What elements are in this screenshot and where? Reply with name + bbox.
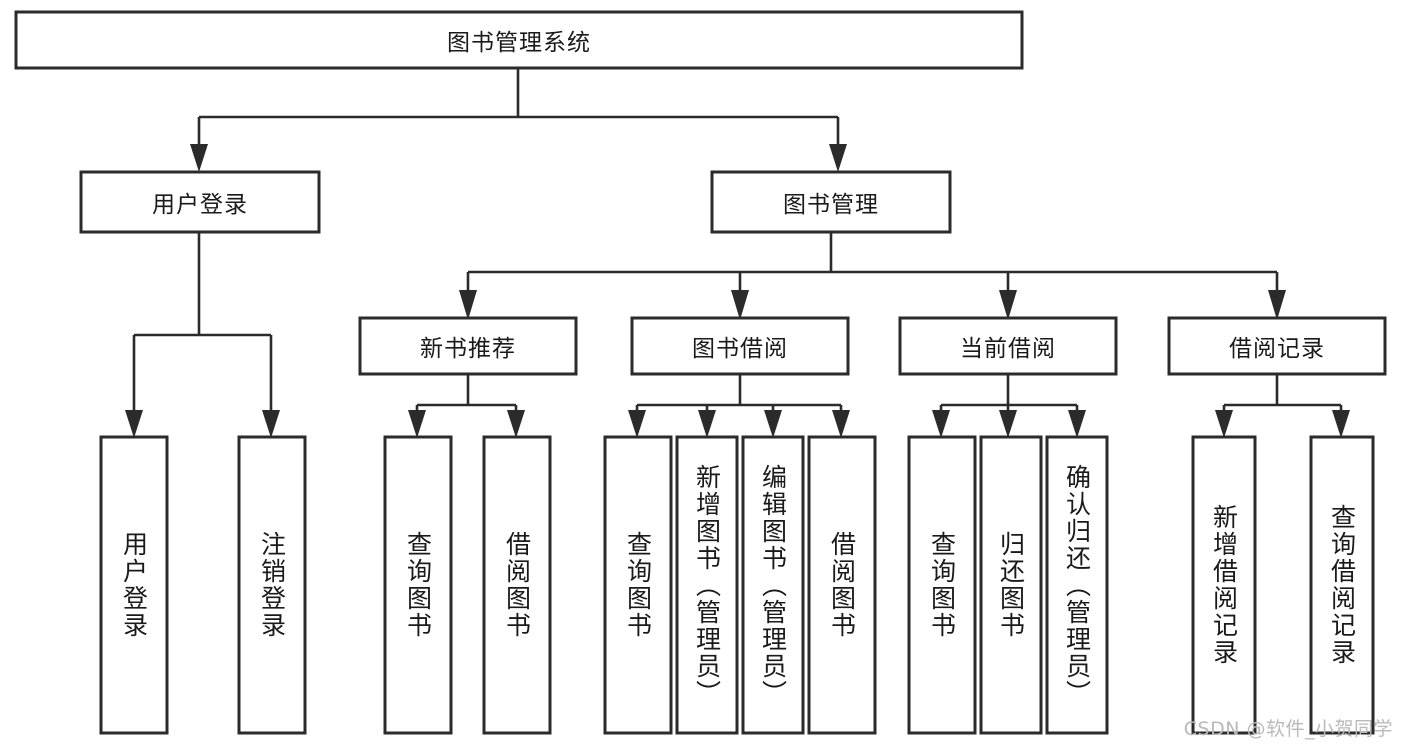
node-leaf-user-login[interactable] bbox=[99, 435, 169, 735]
node-leaf-edit-book[interactable] bbox=[741, 435, 805, 735]
arrow-to-book-management bbox=[829, 144, 847, 172]
arrow-to-leaf-borrow-book-2 bbox=[832, 410, 850, 438]
node-root[interactable] bbox=[14, 10, 1024, 70]
arrow-to-new-book-recommend bbox=[459, 290, 477, 320]
node-book-borrow[interactable] bbox=[630, 316, 850, 376]
node-new-book-recommend[interactable] bbox=[358, 316, 578, 376]
node-leaf-query-record[interactable] bbox=[1309, 435, 1375, 735]
arrow-to-leaf-logout bbox=[262, 410, 280, 438]
node-box-layer bbox=[14, 10, 1387, 735]
node-leaf-add-record[interactable] bbox=[1191, 435, 1257, 735]
arrow-to-current-borrow bbox=[999, 290, 1017, 320]
node-leaf-add-book[interactable] bbox=[675, 435, 739, 735]
node-user-login[interactable] bbox=[79, 170, 321, 234]
node-leaf-return-book[interactable] bbox=[979, 435, 1043, 735]
node-leaf-query-book-2[interactable] bbox=[603, 435, 673, 735]
arrow-to-leaf-confirm-return bbox=[1068, 410, 1086, 438]
arrow-to-borrow-record bbox=[1268, 290, 1286, 320]
arrow-to-leaf-user-login bbox=[125, 410, 143, 438]
arrow-to-leaf-query-book-3 bbox=[932, 410, 950, 438]
arrow-to-leaf-query-book-1 bbox=[408, 410, 426, 438]
node-leaf-query-book-1[interactable] bbox=[383, 435, 453, 735]
arrow-to-book-borrow bbox=[731, 290, 749, 320]
node-borrow-record[interactable] bbox=[1167, 316, 1387, 376]
node-leaf-logout[interactable] bbox=[237, 435, 307, 735]
watermark-text: CSDN @软件_小贺同学 bbox=[1183, 718, 1393, 740]
node-leaf-confirm-return[interactable] bbox=[1045, 435, 1109, 735]
arrow-to-leaf-edit-book bbox=[764, 410, 782, 438]
node-current-borrow[interactable] bbox=[898, 316, 1118, 376]
arrow-to-leaf-add-book bbox=[698, 410, 716, 438]
arrow-to-leaf-borrow-book-1 bbox=[507, 410, 525, 438]
arrow-to-user-login bbox=[190, 144, 208, 172]
arrow-to-leaf-query-record bbox=[1332, 410, 1350, 438]
node-leaf-borrow-book-1[interactable] bbox=[482, 435, 552, 735]
arrow-to-leaf-add-record bbox=[1215, 410, 1233, 438]
connector-layer bbox=[125, 68, 1350, 438]
node-book-management[interactable] bbox=[710, 170, 952, 234]
arrow-to-leaf-query-book-2 bbox=[628, 410, 646, 438]
node-leaf-borrow-book-2[interactable] bbox=[807, 435, 877, 735]
arrow-to-leaf-return-book bbox=[999, 410, 1017, 438]
node-leaf-query-book-3[interactable] bbox=[907, 435, 977, 735]
